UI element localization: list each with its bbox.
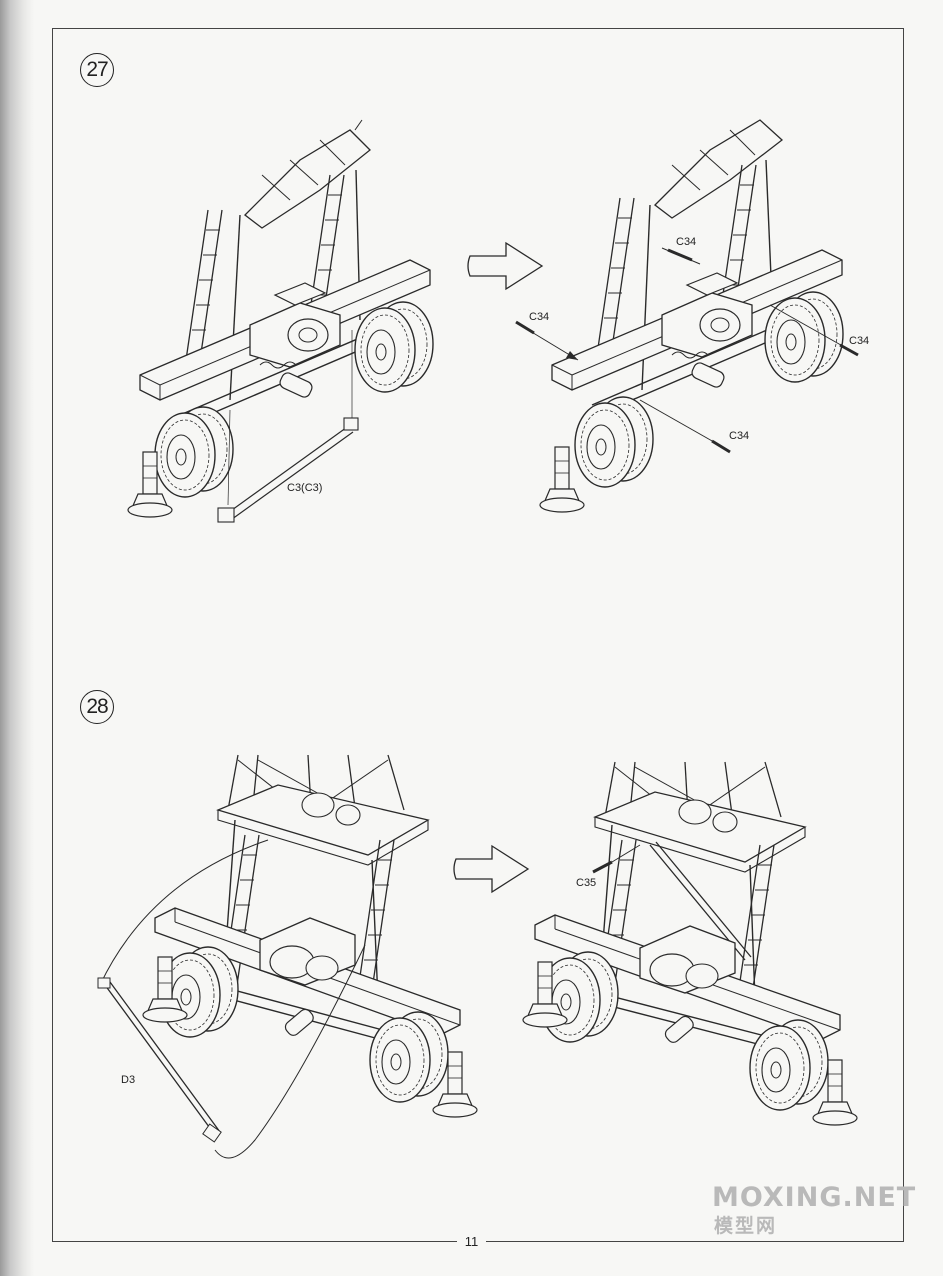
step27-before-illustration — [127, 119, 433, 523]
part-label-c34-right: C34 — [849, 335, 870, 347]
step-arrow-icon — [453, 844, 530, 894]
step28-before-illustration — [97, 754, 478, 1159]
part-label-c35: C35 — [576, 877, 597, 889]
watermark-sub-text: 模型网 — [714, 1216, 778, 1237]
page-number: 11 — [0, 1234, 943, 1249]
part-label-c34-bottom: C34 — [729, 430, 750, 442]
step-arrow-icon — [467, 241, 544, 291]
step28-after-illustration — [522, 761, 858, 1126]
part-label-c34-left: C34 — [529, 311, 550, 323]
callout-arrow-icon — [515, 247, 859, 454]
step-number-27: 27 — [80, 53, 114, 87]
part-label-c3: C3(C3) — [287, 482, 323, 494]
part-label-c34-top: C34 — [676, 236, 697, 248]
step27-after-illustration — [515, 119, 859, 513]
scanner-edge-shadow — [0, 0, 34, 1276]
watermark-main-text: MOXING.NET — [712, 1182, 917, 1213]
site-watermark: MOXING.NET 模型网 — [712, 1182, 916, 1238]
step-number-28: 28 — [80, 690, 114, 724]
part-label-d3: D3 — [121, 1074, 136, 1086]
